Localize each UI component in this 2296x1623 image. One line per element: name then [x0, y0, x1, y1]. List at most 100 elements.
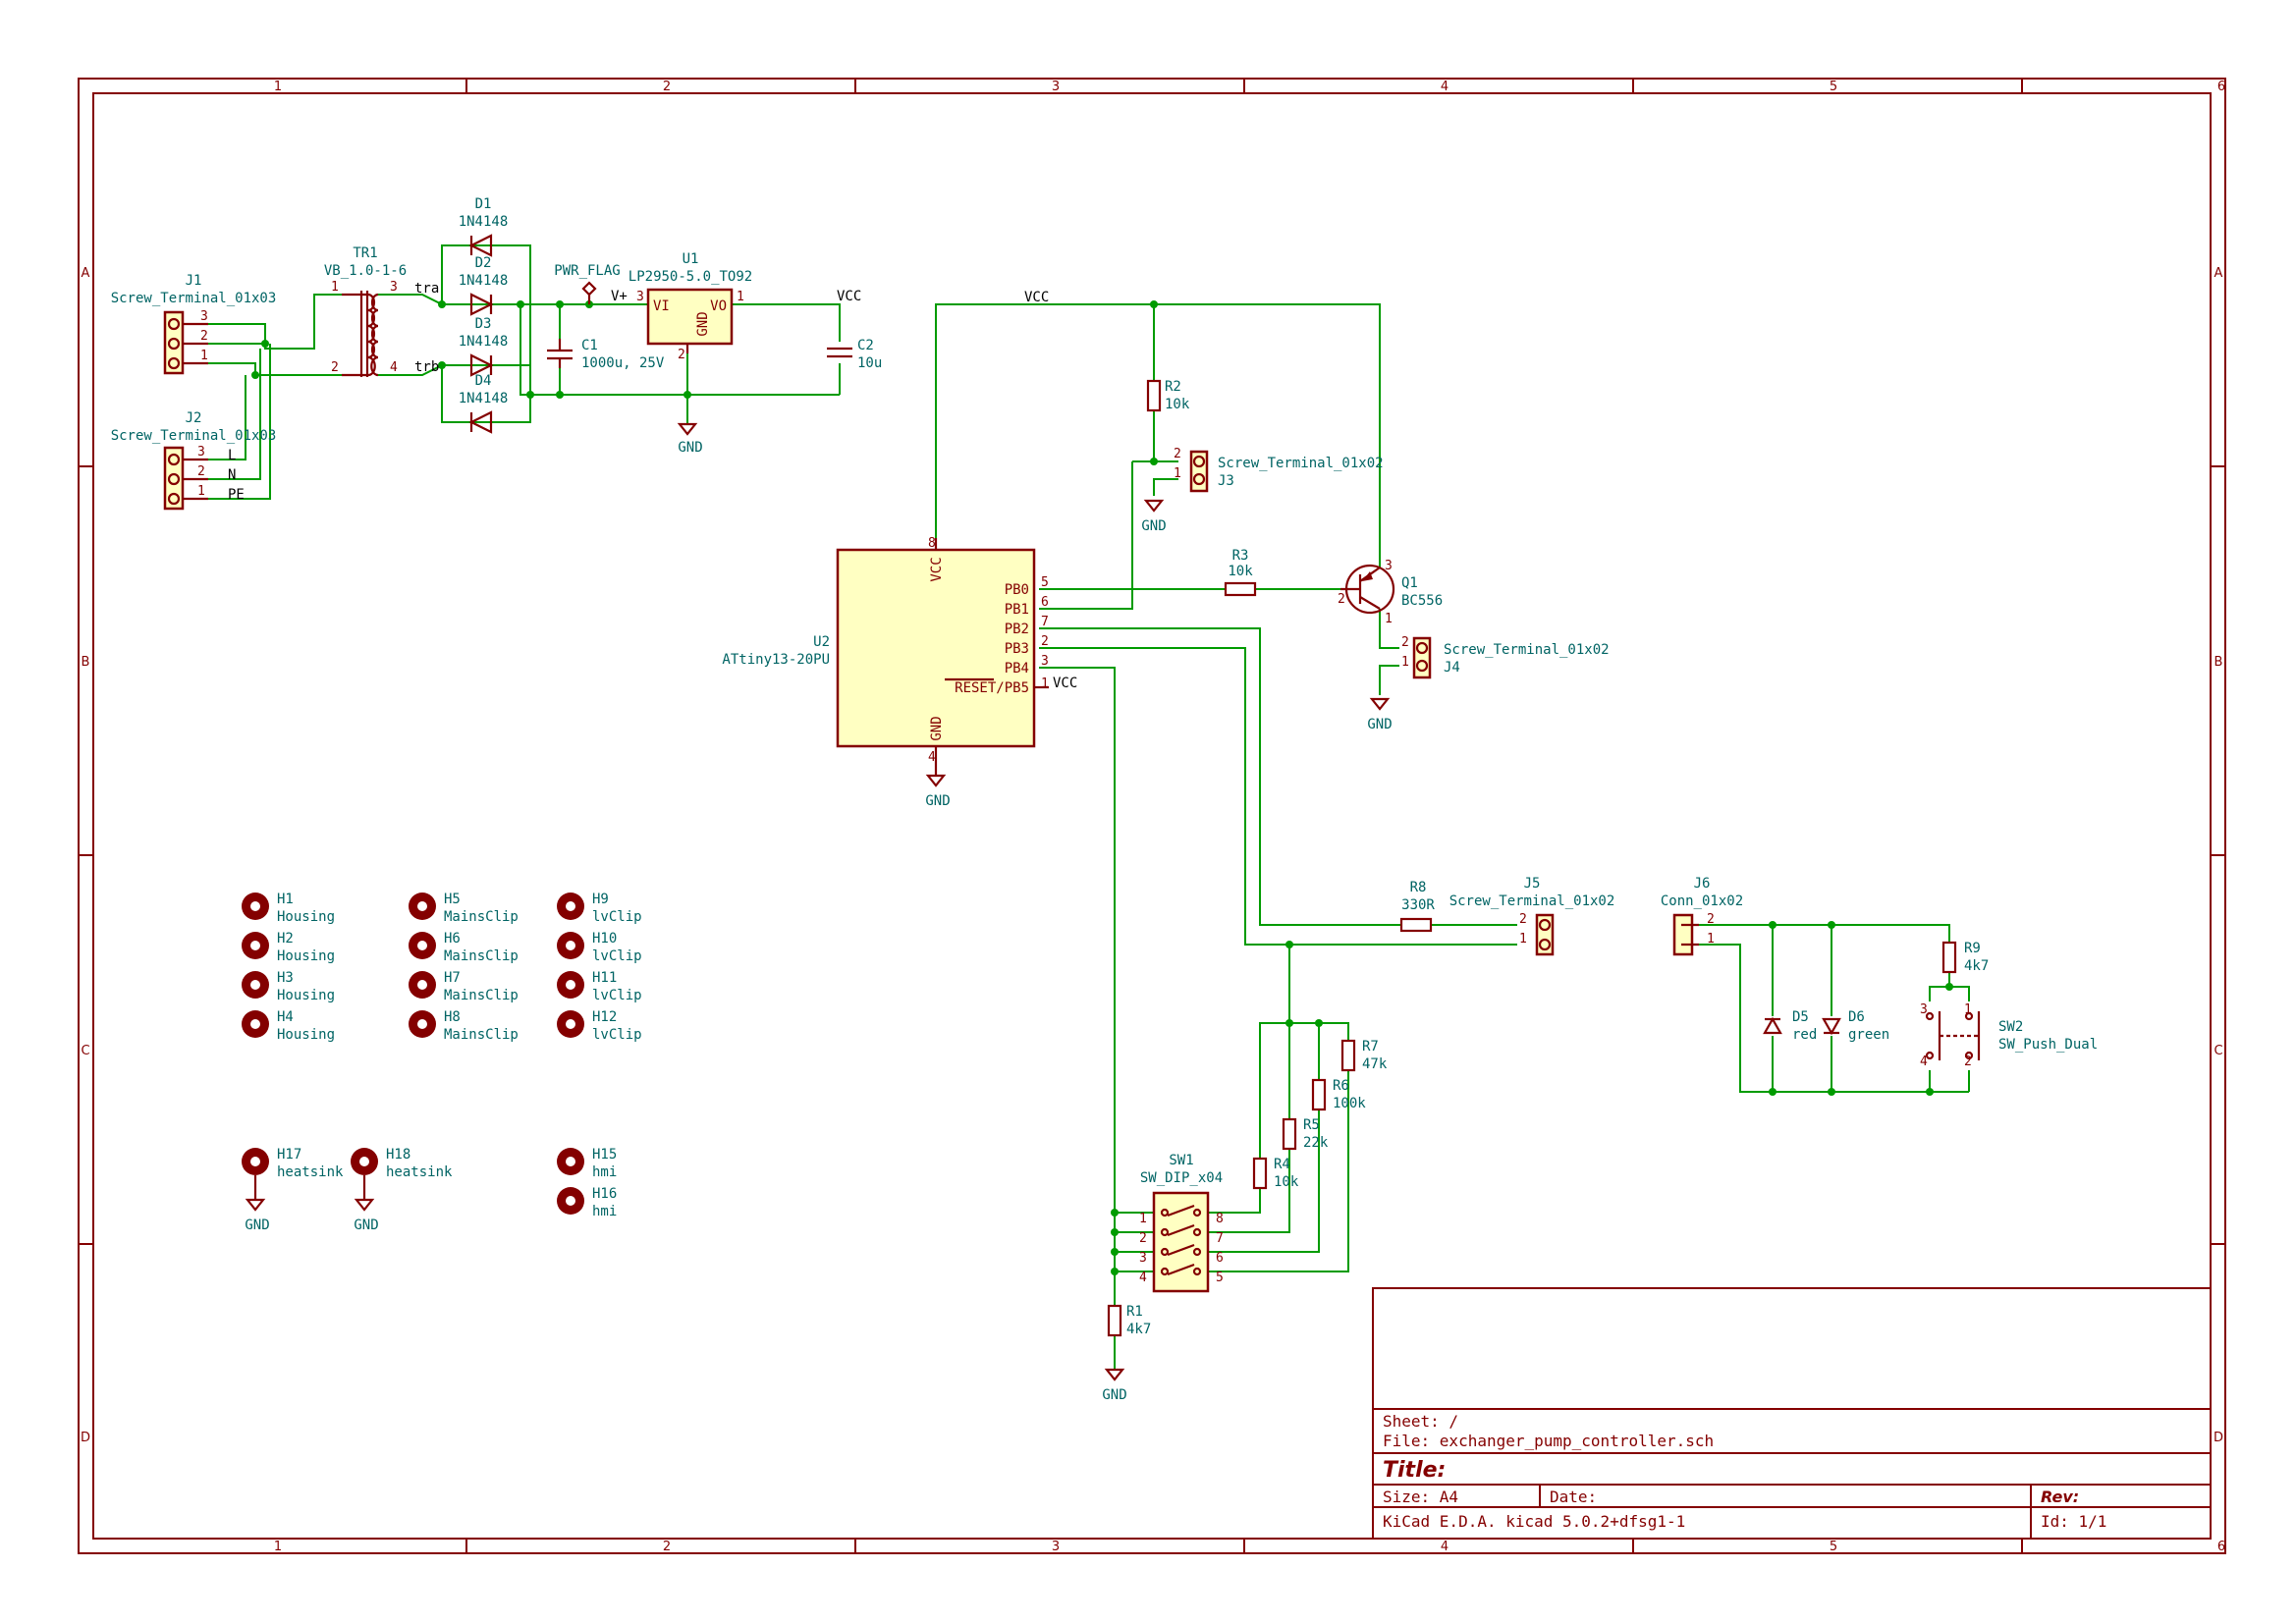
r1-ref: R1 [1126, 1304, 1143, 1320]
gnd-symbol-j4: GND [1367, 697, 1393, 732]
d4-ref: D4 [475, 373, 492, 389]
row-label: D [2214, 1431, 2223, 1445]
hole-ref: H8 [444, 1009, 461, 1025]
u1-pin-vo: VO [710, 298, 727, 314]
hole-h4: H4 Housing [242, 1009, 335, 1043]
hole-ref: H5 [444, 892, 461, 907]
hole-h11: H11 lvClip [557, 970, 642, 1003]
gnd-label: GND [1141, 518, 1166, 534]
pin-number: 3 [1041, 654, 1049, 669]
j2-label-l: L [228, 448, 236, 463]
row-label: A [2214, 266, 2223, 281]
hole-ref: H18 [386, 1147, 410, 1163]
hole-value: Housing [277, 909, 335, 925]
hole-ref: H10 [592, 931, 617, 947]
pin-number: 2 [1964, 1055, 1972, 1069]
pin-number: 2 [1401, 635, 1409, 650]
pin-number: 4 [390, 360, 398, 375]
r5-value: 22k [1303, 1135, 1329, 1151]
gnd-label: GND [1367, 717, 1392, 732]
u2-pin-name: RESET/PB5 [955, 680, 1029, 696]
connector-j2: J2 Screw_Terminal_01x03 3 2 1 L N PE [111, 410, 276, 511]
hole-ref: H7 [444, 970, 461, 986]
u2-ref: U2 [813, 634, 830, 650]
u2-pin-vcc: VCC [929, 557, 945, 581]
led-d6: D6 green [1822, 1009, 1889, 1043]
u2-pin-name: PB0 [1005, 582, 1029, 598]
row-label: D [81, 1431, 90, 1445]
c1-ref: C1 [581, 338, 598, 353]
pin-number: 4 [928, 750, 936, 765]
j3-value: Screw_Terminal_01x02 [1218, 456, 1384, 471]
gnd-symbol-u1: GND [677, 422, 703, 456]
r1-value: 4k7 [1126, 1322, 1151, 1337]
pin-number: 1 [1041, 676, 1049, 691]
hole-value: Housing [277, 948, 335, 964]
pwr-flag-label: PWR_FLAG [554, 263, 620, 279]
hole-value: heatsink [386, 1164, 453, 1180]
connector-j6: 2 1 J6 Conn_01x02 [1661, 876, 1743, 956]
hole-ref: H17 [277, 1147, 301, 1163]
u2-pin-name: PB4 [1005, 661, 1029, 676]
pin-number: 2 [331, 360, 339, 375]
hole-h12: H12 lvClip [557, 1009, 642, 1043]
hole-h3: H3 Housing [242, 970, 335, 1003]
col-label: 5 [1830, 80, 1837, 94]
r2-value: 10k [1165, 397, 1190, 412]
r4-value: 10k [1274, 1174, 1299, 1190]
sw1-ref: SW1 [1169, 1153, 1193, 1168]
d3-ref: D3 [475, 316, 492, 332]
r8-ref: R8 [1410, 880, 1427, 895]
col-label: 4 [1441, 1540, 1449, 1554]
gnd-label: GND [245, 1217, 269, 1233]
title-block-rev: Rev: [2041, 1488, 2079, 1506]
d2-value: 1N4148 [459, 273, 509, 289]
hole-h17: H17 heatsink GND [242, 1147, 344, 1233]
title-block-size: Size: A4 [1383, 1488, 1458, 1506]
net-label-vplus: V+ [611, 289, 628, 304]
hole-value: MainsClip [444, 988, 519, 1003]
connector-j3: 2 1 Screw_Terminal_01x02 J3 [1174, 447, 1384, 493]
pin-number: 2 [200, 329, 208, 344]
diode-d1: D1 1N4148 [459, 196, 509, 257]
hole-ref: H16 [592, 1186, 617, 1202]
sw2-ref: SW2 [1998, 1019, 2023, 1035]
j1-ref: J1 [186, 273, 202, 289]
frame-row-labels: A B C D A B C D [81, 266, 2223, 1445]
hole-h15: H15 hmi [557, 1147, 617, 1180]
title-block: Sheet: / File: exchanger_pump_controller… [1372, 1287, 2212, 1540]
mounting-holes: H1 Housing H2 Housing H3 Housing H4 Hous… [242, 892, 642, 1233]
net-label-vcc: VCC [1024, 290, 1049, 305]
d1-value: 1N4148 [459, 214, 509, 230]
capacitor-c2: C2 10u [827, 338, 882, 371]
resistor-r1: R1 4k7 [1107, 1304, 1151, 1337]
r9-value: 4k7 [1964, 958, 1989, 974]
j4-value: Screw_Terminal_01x02 [1444, 642, 1610, 658]
hole-h16: H16 hmi [557, 1186, 617, 1219]
col-label: 3 [1052, 80, 1060, 94]
switch-sw2: 3 4 1 2 SW2 SW_Push_Dual [1920, 1002, 2098, 1069]
c2-ref: C2 [857, 338, 874, 353]
col-label: 1 [274, 1540, 282, 1554]
pin-number: 2 [197, 464, 205, 479]
r2-ref: R2 [1165, 379, 1181, 395]
junctions [251, 300, 1953, 1275]
hole-value: lvClip [592, 1027, 642, 1043]
gnd-symbol-u2: GND [925, 761, 951, 809]
d4-value: 1N4148 [459, 391, 509, 406]
pin-number: 3 [390, 280, 398, 295]
u1-value: LP2950-5.0_TO92 [629, 269, 752, 285]
hole-h5: H5 MainsClip [409, 892, 519, 925]
pin-number: 2 [1707, 912, 1715, 927]
r3-ref: R3 [1232, 548, 1249, 564]
pin-number: 3 [1385, 559, 1393, 573]
col-label: 3 [1052, 1540, 1060, 1554]
u1-ref: U1 [683, 251, 699, 267]
j2-ref: J2 [186, 410, 202, 426]
u1-pin-gnd: GND [695, 311, 711, 336]
pin-number: 8 [1216, 1212, 1224, 1226]
resistor-r8: R8 330R [1399, 880, 1435, 933]
mcu-u2: VCC GND 8 4 PB0 PB1 PB2 PB3 PB4 RESET/PB… [722, 536, 1077, 765]
pin-number: 3 [197, 445, 205, 460]
pin-number: 1 [1385, 612, 1393, 626]
